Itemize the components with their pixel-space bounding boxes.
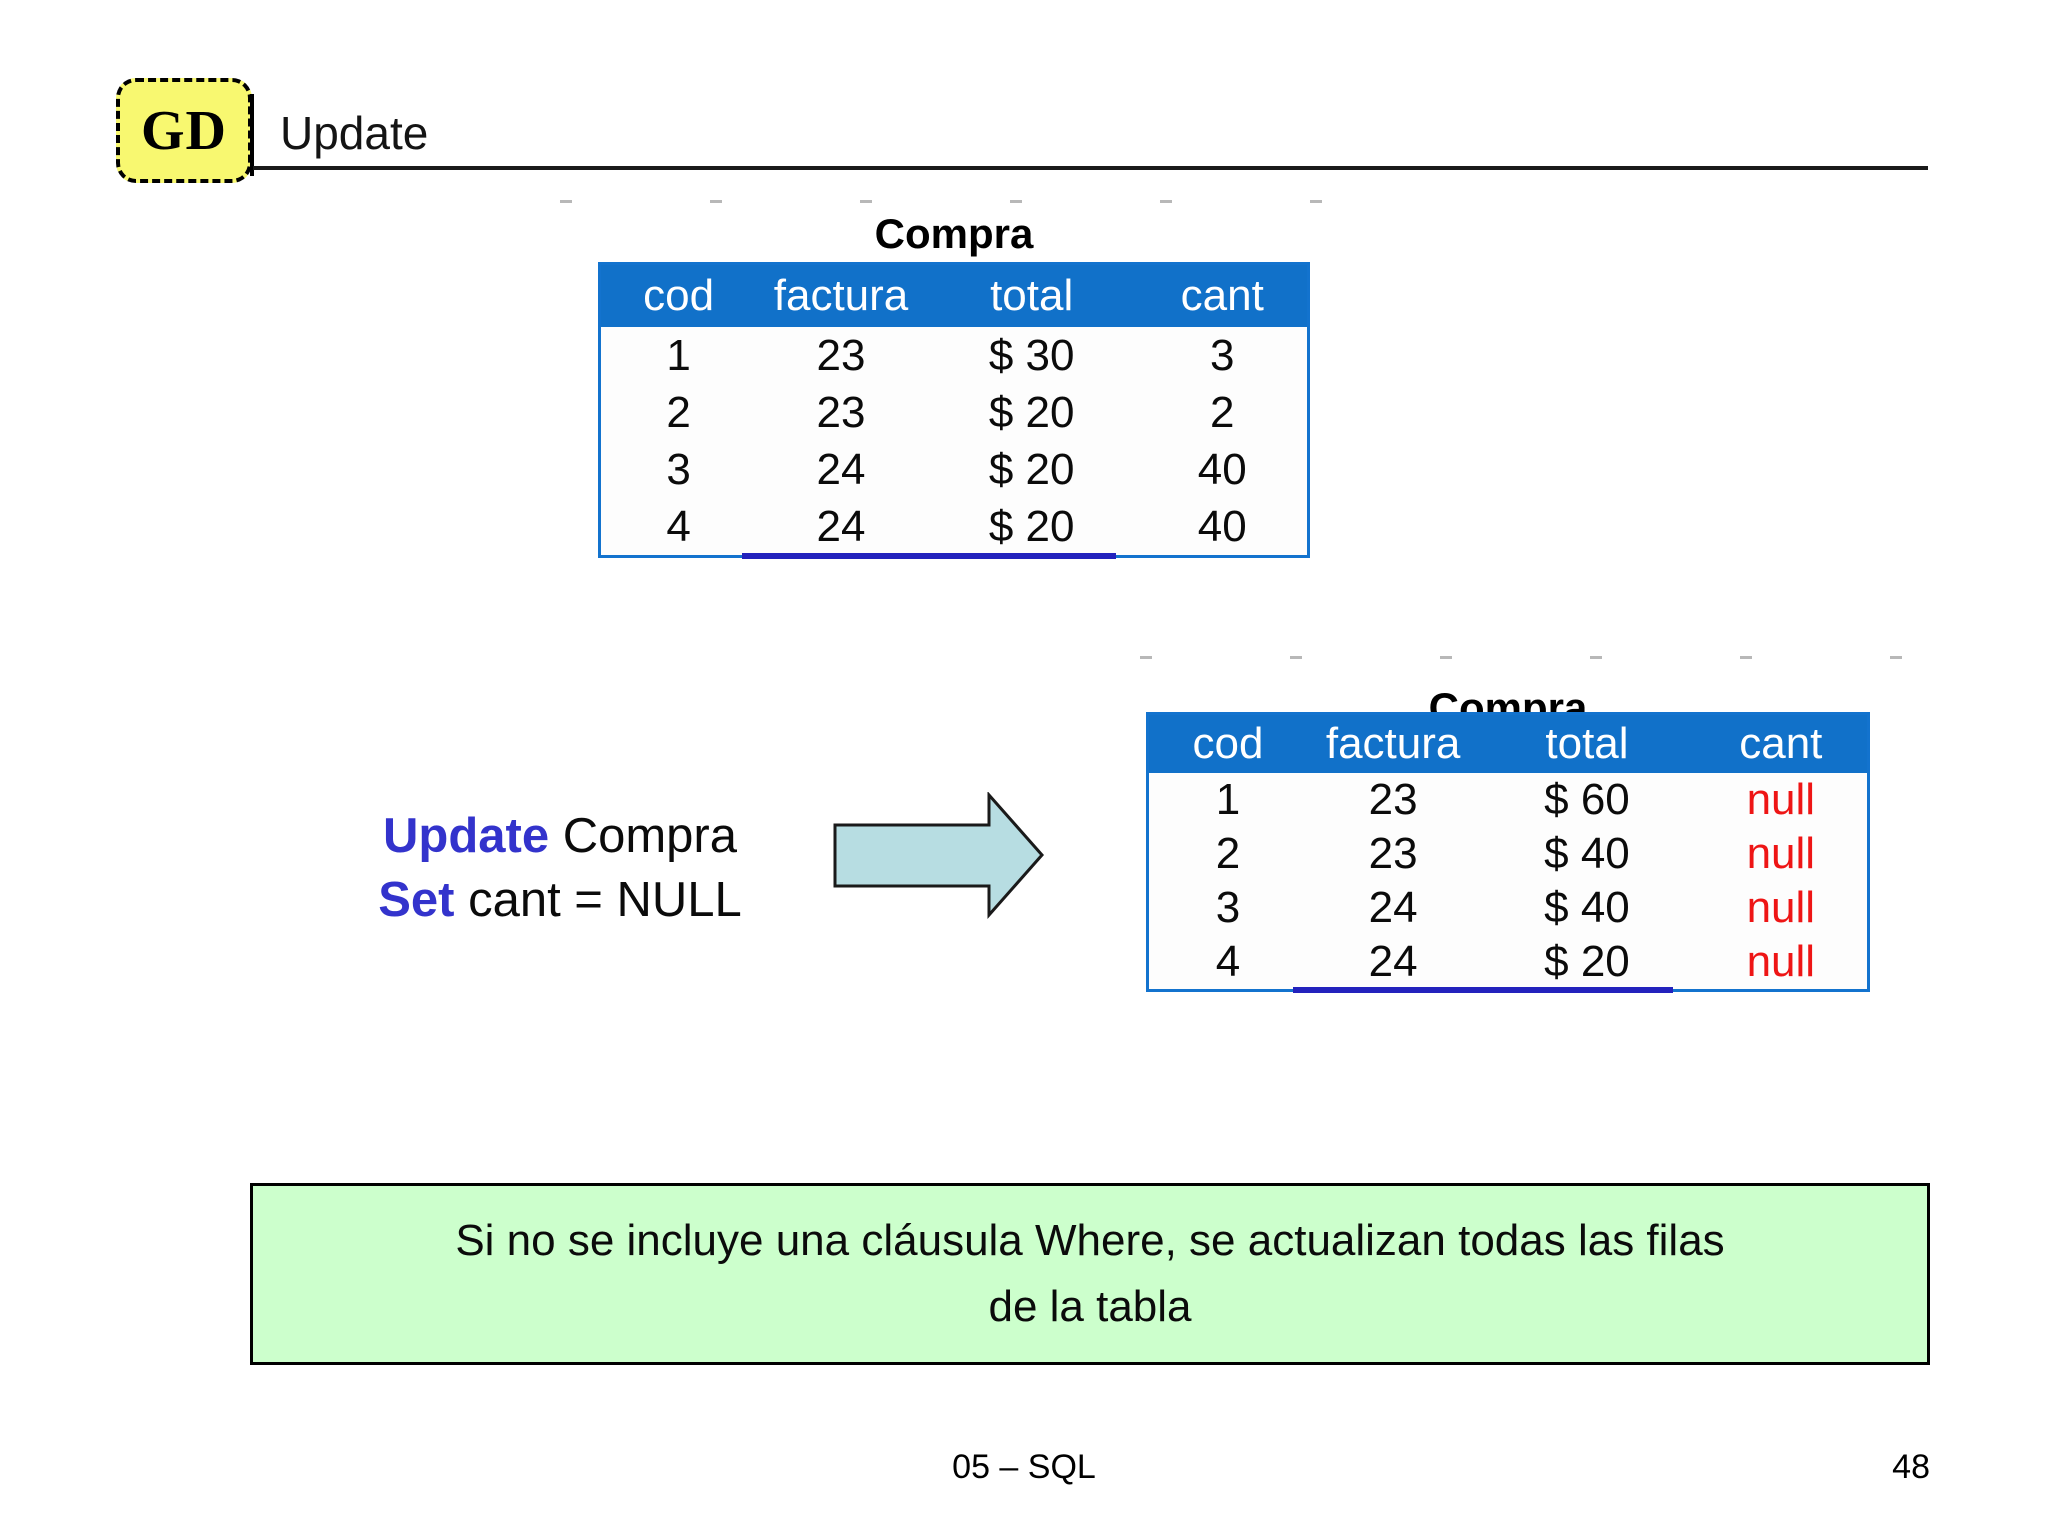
table-cell: $ 40	[1544, 829, 1630, 878]
set-clause: cant = NULL	[454, 873, 742, 927]
note-line-2: de la tabla	[988, 1282, 1192, 1331]
table-row: 3 24 $ 40 null	[1149, 881, 1867, 935]
table-cell: 2	[1215, 829, 1241, 878]
column-header: total	[1545, 719, 1629, 768]
sql-line-set: Set cant = NULL	[270, 868, 850, 932]
update-keyword: Update	[383, 809, 550, 863]
table-cell: null	[1746, 775, 1816, 824]
footer-page-number: 48	[1892, 1448, 1930, 1486]
table-cell: 24	[816, 501, 866, 551]
table-cell: 1	[1215, 775, 1241, 824]
table-row: 3 24 $ 20 40	[601, 441, 1307, 498]
column-header: cod	[1192, 719, 1264, 768]
table-cell: 3	[1215, 883, 1241, 932]
table-cell: $ 20	[988, 387, 1075, 437]
set-keyword: Set	[378, 873, 455, 927]
sql-statement: Update Compra Set cant = NULL	[270, 804, 850, 932]
title-underline	[253, 166, 1928, 170]
table-cell: $ 40	[1544, 883, 1630, 932]
table-cell: 4	[1215, 937, 1241, 986]
gd-logo-text: GD	[141, 99, 227, 162]
table-bottom-accent	[1292, 987, 1674, 993]
right-arrow-icon	[833, 791, 1045, 919]
table-row: 4 24 $ 20 40	[601, 498, 1307, 555]
before-table-title: Compra	[874, 210, 1034, 257]
table-cell: 23	[816, 387, 866, 437]
table-cell: 24	[1368, 883, 1418, 932]
tick-marks-after-table	[1140, 656, 1930, 659]
column-header: cant	[1180, 271, 1264, 320]
column-header: total	[990, 271, 1074, 320]
table-header-row: cod factura total cant	[1149, 715, 1867, 773]
table-cell: null	[1746, 829, 1816, 878]
table-cell: 3	[666, 444, 691, 494]
table-cell: 2	[666, 387, 691, 437]
table-cell: 40	[1197, 444, 1247, 494]
table-row: 2 23 $ 40 null	[1149, 827, 1867, 881]
table-cell: $ 30	[988, 330, 1075, 380]
note-box: Si no se incluye una cláusula Where, se …	[250, 1183, 1930, 1365]
table-cell: 24	[816, 444, 866, 494]
after-table: cod factura total cant 1 23 $ 60 null 2 23 $ 40 nul…	[1146, 712, 1870, 993]
gd-logo: GD	[116, 78, 252, 183]
sql-line-update: Update Compra	[270, 804, 850, 868]
table-bottom-accent	[742, 553, 1117, 559]
table-cell: 23	[1368, 775, 1418, 824]
table-row: 2 23 $ 20 2	[601, 384, 1307, 441]
table-cell: 23	[816, 330, 866, 380]
table-row: 1 23 $ 60 null	[1149, 773, 1867, 827]
update-target: Compra	[549, 809, 737, 863]
footer-section-label: 05 – SQL	[952, 1448, 1096, 1486]
table-cell: 1	[666, 330, 691, 380]
table-cell: null	[1746, 937, 1816, 986]
tick-marks-before-table	[560, 200, 1330, 203]
table-cell: $ 20	[988, 501, 1075, 551]
table-header-row: cod factura total cant	[601, 265, 1307, 327]
table-cell: 40	[1197, 501, 1247, 551]
table-cell: 24	[1368, 937, 1418, 986]
table-cell: null	[1746, 883, 1816, 932]
page-title: Update	[280, 107, 429, 159]
table-row: 1 23 $ 30 3	[601, 327, 1307, 384]
table-row: 4 24 $ 20 null	[1149, 935, 1867, 989]
transform-arrow-icon	[833, 791, 1045, 920]
table-cell: $ 60	[1544, 775, 1630, 824]
table-cell: 2	[1210, 387, 1235, 437]
table-cell: 23	[1368, 829, 1418, 878]
column-header: cod	[643, 271, 715, 320]
table-cell: $ 20	[1544, 937, 1630, 986]
column-header: factura	[773, 271, 909, 320]
logo-divider-bar	[250, 94, 254, 176]
table-cell: 4	[666, 501, 691, 551]
note-line-1: Si no se incluye una cláusula Where, se …	[455, 1216, 1725, 1265]
table-cell: 3	[1210, 330, 1235, 380]
column-header: cant	[1739, 719, 1823, 768]
table-cell: $ 20	[988, 444, 1075, 494]
column-header: factura	[1325, 719, 1461, 768]
